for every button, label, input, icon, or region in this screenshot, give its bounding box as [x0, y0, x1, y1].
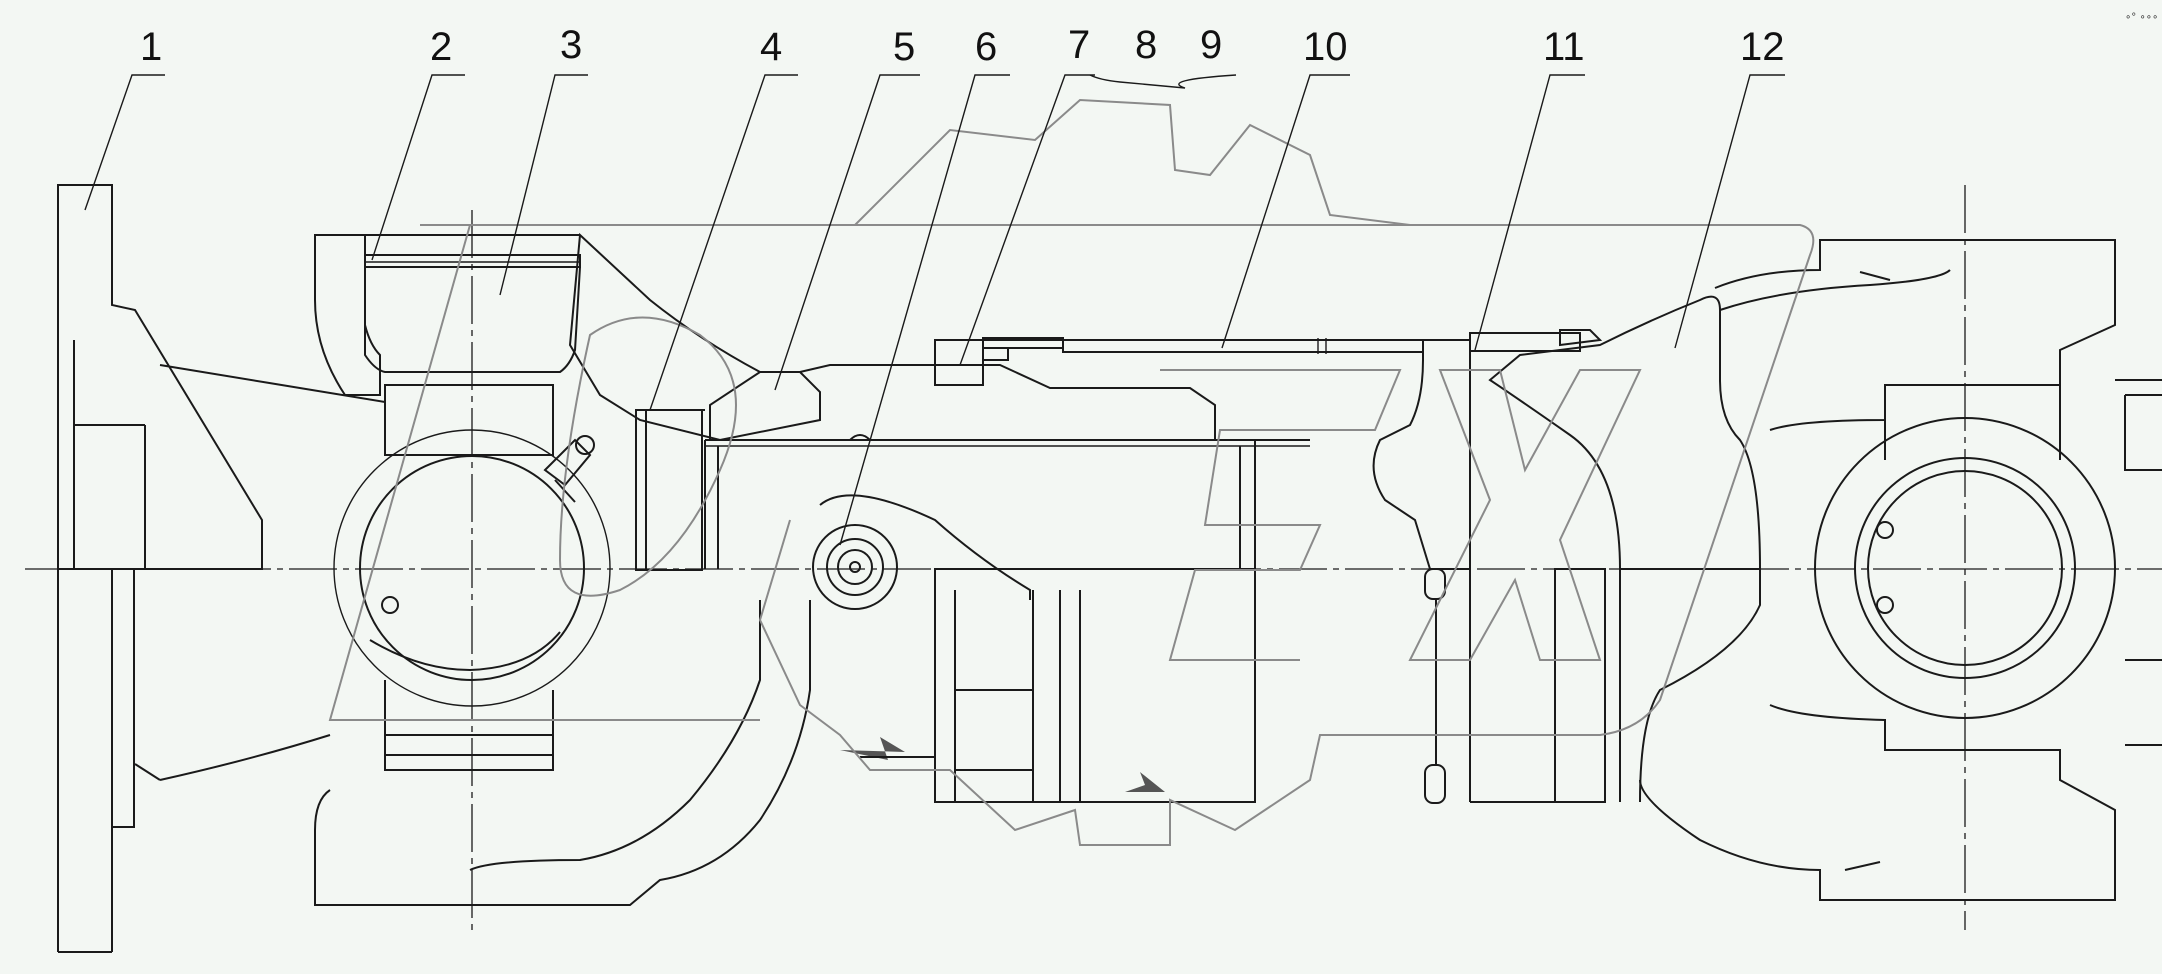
callout-2: 2 [430, 25, 452, 69]
callout-11: 11 [1543, 25, 1585, 69]
tube-part-10 [840, 338, 1424, 803]
flange-part-1 [57, 184, 386, 953]
shaded-weld-band [1554, 568, 1606, 803]
corner-mark: ∘° ∘∘∘ [2125, 12, 2158, 23]
callout-9: 9 [1200, 23, 1222, 67]
weld-yoke-part-11 [1372, 329, 1621, 804]
callout-12: 12 [1740, 25, 1785, 69]
callout-leaders [84, 74, 1785, 546]
grease-fitting-part-6 [812, 494, 1031, 610]
callout-7: 7 [1068, 23, 1090, 67]
right-yoke-part-12 [1488, 185, 2162, 930]
seal-ring-part-4 [635, 409, 705, 571]
seal-set-parts-7-8-9 [934, 337, 1065, 386]
callout-10: 10 [1303, 25, 1348, 69]
left-universal-joint [314, 210, 821, 930]
callout-3: 3 [560, 23, 582, 67]
arrow-marker [840, 737, 905, 760]
callout-labels: 1 2 3 4 5 6 7 8 9 10 11 12 [140, 23, 1785, 69]
opex-watermark [328, 98, 1815, 846]
callout-5: 5 [893, 25, 915, 69]
callout-1: 1 [140, 25, 162, 69]
callout-8: 8 [1135, 23, 1157, 67]
callout-4: 4 [760, 25, 782, 69]
callout-6: 6 [975, 25, 997, 69]
grease-nipple [543, 435, 595, 503]
arrow-marker [1125, 772, 1165, 792]
sleeve-yoke-part-5 [704, 364, 1310, 569]
